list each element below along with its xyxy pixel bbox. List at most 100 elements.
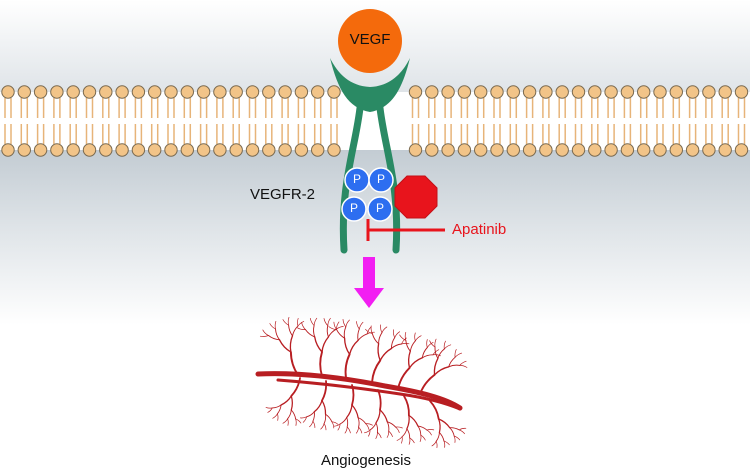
vessel-branch bbox=[406, 428, 411, 439]
vessel-branch bbox=[434, 346, 439, 359]
lipid-head bbox=[278, 85, 292, 99]
vessel-branch bbox=[259, 335, 269, 337]
vessel-branch bbox=[396, 436, 403, 441]
vessel-branch bbox=[395, 426, 403, 429]
phosphate-label: P bbox=[349, 201, 358, 215]
vessel-branch bbox=[345, 319, 350, 328]
vessel-branch bbox=[313, 317, 318, 326]
lipid-head bbox=[734, 85, 749, 99]
vessel-branch bbox=[327, 328, 337, 338]
receptor-binding-cup bbox=[330, 58, 410, 112]
vessel-branch bbox=[365, 423, 370, 430]
lipid-head bbox=[1, 143, 15, 157]
lipid-head bbox=[604, 85, 618, 99]
lipid-head bbox=[245, 143, 260, 157]
vessel-branch bbox=[287, 418, 289, 426]
lipid-head bbox=[490, 85, 504, 99]
vessel-branch bbox=[375, 431, 378, 439]
lipid-head bbox=[702, 143, 716, 157]
lipid-head bbox=[457, 143, 472, 157]
phosphate-label: P bbox=[376, 172, 385, 186]
lipid-head bbox=[425, 85, 439, 99]
lipid-head bbox=[245, 85, 260, 99]
vessel-branch bbox=[337, 423, 341, 431]
vessel-branch bbox=[419, 373, 436, 395]
vessel-branch bbox=[380, 324, 383, 334]
vessel-branch bbox=[453, 435, 461, 441]
vessel-branch bbox=[448, 364, 461, 368]
vessel-branch bbox=[289, 351, 299, 376]
vessel-branch bbox=[339, 417, 348, 425]
vessel-branch bbox=[343, 337, 351, 355]
phosphate-group bbox=[367, 196, 393, 222]
vessel-branch bbox=[390, 343, 402, 349]
vessel-branch bbox=[323, 318, 329, 326]
lipid-head bbox=[408, 85, 423, 99]
lipid-head bbox=[262, 85, 276, 99]
lipid-head bbox=[571, 143, 586, 157]
vessel-branch bbox=[309, 318, 315, 326]
lipid-head bbox=[164, 85, 178, 99]
vessel-trunk bbox=[276, 378, 462, 411]
vessel-branch bbox=[305, 329, 316, 338]
vessel-branch bbox=[401, 337, 407, 345]
signal-arrow-head bbox=[354, 288, 384, 308]
lipid-head bbox=[506, 85, 520, 99]
vessel-branch bbox=[335, 321, 340, 330]
lipid-head bbox=[441, 143, 455, 157]
lipid-head bbox=[588, 143, 602, 157]
lipid-head bbox=[702, 85, 716, 99]
vessel-branch bbox=[321, 399, 327, 415]
vessel-branch bbox=[395, 426, 400, 433]
vessel-branch bbox=[375, 422, 379, 433]
lipid-head bbox=[327, 85, 341, 99]
vessel-branch bbox=[297, 321, 305, 327]
lipid-head bbox=[653, 85, 667, 99]
vessel-branch bbox=[351, 384, 355, 406]
vessel-branch bbox=[358, 321, 364, 330]
vessel-branch bbox=[453, 435, 456, 443]
vessel-branch bbox=[419, 434, 422, 442]
lipid-head bbox=[474, 85, 488, 99]
vessel-branch bbox=[414, 332, 416, 342]
vessel-branch bbox=[406, 414, 410, 430]
lipid-head bbox=[637, 85, 651, 99]
vessel-branch bbox=[433, 366, 450, 376]
vessel-branch bbox=[368, 429, 371, 437]
vessel-branch bbox=[408, 437, 411, 445]
vessel-branch bbox=[290, 395, 293, 411]
vessel-branch bbox=[357, 328, 360, 341]
vessel-branch bbox=[278, 339, 292, 353]
phosphate-group bbox=[368, 167, 394, 193]
vessel-branch bbox=[343, 326, 347, 339]
lipid-head bbox=[1, 85, 15, 99]
vessel-branch bbox=[287, 409, 292, 420]
vessel-branch bbox=[426, 339, 428, 348]
inhibition-symbol bbox=[366, 219, 445, 241]
vessel-branch bbox=[271, 404, 282, 409]
vessel-branch bbox=[327, 317, 331, 326]
vessel-branch bbox=[312, 411, 315, 422]
vessel-branch bbox=[459, 360, 467, 366]
vessel-branch bbox=[407, 350, 411, 369]
vessel-branch bbox=[282, 418, 288, 424]
vessel-branch bbox=[302, 416, 307, 423]
lipid-head bbox=[99, 85, 113, 99]
lipid-head bbox=[620, 143, 635, 157]
lipid-head bbox=[311, 143, 325, 157]
lipid-head bbox=[539, 143, 553, 157]
vessel-branch bbox=[351, 404, 359, 419]
vessel-branch bbox=[366, 326, 372, 335]
vessel-branch bbox=[326, 325, 329, 338]
lipid-head bbox=[408, 143, 423, 157]
vessel-branch bbox=[429, 340, 436, 348]
lipid-head bbox=[262, 143, 276, 157]
lipid-head bbox=[555, 85, 569, 99]
vessel-branch bbox=[348, 339, 359, 355]
vessel-branch bbox=[313, 325, 316, 338]
lipid-head bbox=[164, 143, 178, 157]
vessel-branch bbox=[346, 404, 353, 419]
vessel-branch bbox=[313, 399, 323, 413]
vessel-branch bbox=[454, 349, 457, 358]
vessel-branch bbox=[297, 317, 299, 327]
